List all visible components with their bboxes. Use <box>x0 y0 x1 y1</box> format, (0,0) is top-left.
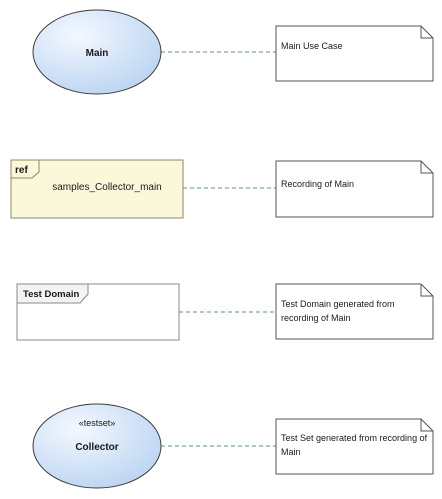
note-body <box>275 160 434 218</box>
use-case-main-shape <box>32 9 162 95</box>
note-recording-of-main[interactable]: Recording of Main <box>275 160 434 218</box>
note-text-line: recording of Main <box>281 313 351 323</box>
note-test-set-generated[interactable]: Test Set generated from recording of Mai… <box>275 418 434 475</box>
note-text-line: Main <box>281 447 301 457</box>
note-text-line: Recording of Main <box>281 179 354 189</box>
package-frame-tab <box>16 283 89 304</box>
interaction-ref-frame <box>10 159 184 219</box>
use-case-collector-stereotype: «testset» <box>79 418 116 428</box>
note-corner <box>420 419 433 432</box>
note-main-use-case[interactable]: Main Use Case <box>275 25 434 82</box>
note-body <box>275 283 434 340</box>
interaction-ref[interactable]: ref samples_Collector_main <box>10 159 184 219</box>
use-case-main-label: Main <box>86 48 109 59</box>
note-test-domain-generated[interactable]: Test Domain generated from recording of … <box>275 283 434 340</box>
note-text-line: Test Set generated from recording of <box>281 433 428 443</box>
interaction-ref-label: samples_Collector_main <box>52 182 162 193</box>
note-corner <box>420 161 433 174</box>
note-corner <box>420 26 433 39</box>
use-case-collector[interactable]: «testset» Collector <box>32 403 162 489</box>
use-case-collector-shape <box>32 403 162 489</box>
package-frame-label: Test Domain <box>23 289 80 300</box>
package-frame-test-domain[interactable]: Test Domain <box>16 283 180 341</box>
note-body <box>275 25 434 82</box>
interaction-ref-tab <box>10 159 40 179</box>
note-text-line: Main Use Case <box>281 41 343 51</box>
interaction-ref-tag: ref <box>15 165 28 176</box>
use-case-collector-label: Collector <box>75 442 118 453</box>
use-case-main[interactable]: Main <box>32 9 162 95</box>
note-corner <box>420 284 433 297</box>
note-body <box>275 418 434 475</box>
note-text-line: Test Domain generated from <box>281 299 395 309</box>
